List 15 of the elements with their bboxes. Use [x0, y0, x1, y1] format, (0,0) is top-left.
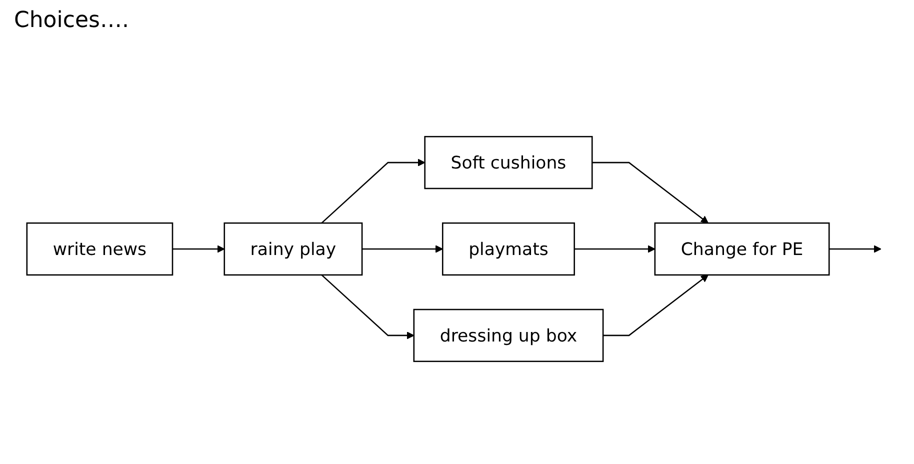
arrow: [321, 274, 414, 340]
node-box: dressing up box: [413, 308, 604, 362]
node-box: write news: [26, 222, 174, 276]
node-box: Soft cushions: [424, 136, 593, 190]
diagram-title: Choices….: [14, 8, 129, 33]
arrow: [172, 245, 225, 253]
arrow: [603, 274, 708, 336]
node-box: playmats: [442, 222, 575, 276]
arrow: [829, 245, 882, 253]
arrow: [362, 245, 443, 253]
node-box: rainy play: [224, 222, 363, 276]
node-box: Change for PE: [654, 222, 830, 276]
arrow: [321, 158, 426, 224]
arrow: [574, 245, 656, 253]
arrow: [592, 162, 708, 224]
